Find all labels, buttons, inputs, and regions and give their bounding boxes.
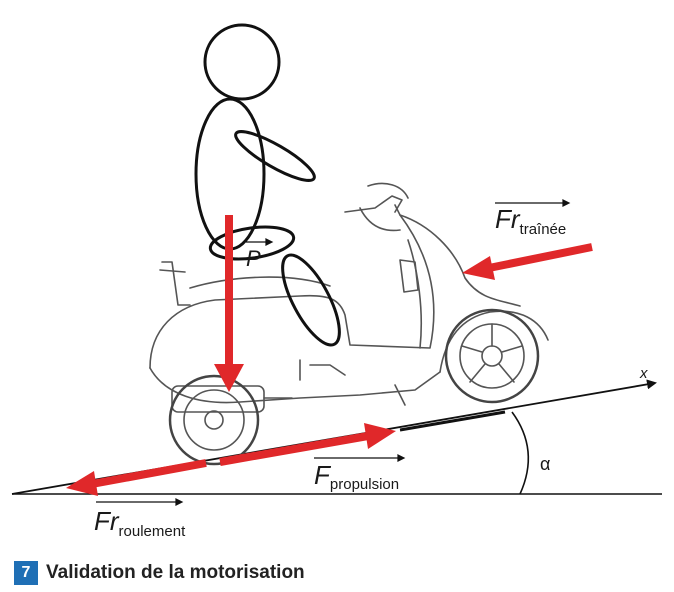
drag-label: Frtraînée — [495, 204, 566, 238]
propulsion-label-sub: propulsion — [330, 476, 399, 493]
propulsion-arrowhead — [364, 423, 396, 449]
propulsion-label: Fpropulsion — [314, 460, 399, 493]
rolling-label-main: Fr — [94, 506, 120, 536]
rolling-label-sub: roulement — [119, 523, 187, 540]
figure-caption: 7 Validation de la motorisation — [14, 560, 305, 586]
propulsion-label-main: F — [314, 460, 332, 490]
rider-shin — [281, 253, 341, 347]
vector-bars — [96, 199, 571, 506]
rider-thigh — [208, 225, 296, 261]
drag-label-main: Fr — [495, 204, 521, 234]
scooter-drawing — [149, 182, 549, 466]
weight-label: P — [246, 246, 261, 271]
rider-head — [203, 23, 281, 101]
force-arrows — [66, 215, 593, 496]
propulsion-arrow-shaft-1 — [219, 432, 369, 466]
figure-title: Validation de la motorisation — [46, 562, 305, 583]
angle-label: α — [540, 454, 550, 474]
weight-arrowhead — [214, 364, 244, 392]
rolling-label: Frroulement — [94, 506, 186, 540]
rolling-arrow-shaft — [91, 459, 207, 488]
drag-arrow-shaft — [483, 243, 593, 273]
figure-number-badge: 7 — [14, 561, 38, 585]
axis-x-label: x — [639, 365, 648, 382]
rolling-arrowhead — [66, 471, 98, 496]
slope-shading — [399, 410, 506, 432]
rider-figure — [194, 23, 341, 347]
rider-arm — [234, 130, 316, 182]
angle-arc — [511, 411, 530, 495]
drag-arrowhead — [462, 256, 495, 280]
drag-label-sub: traînée — [520, 221, 567, 238]
